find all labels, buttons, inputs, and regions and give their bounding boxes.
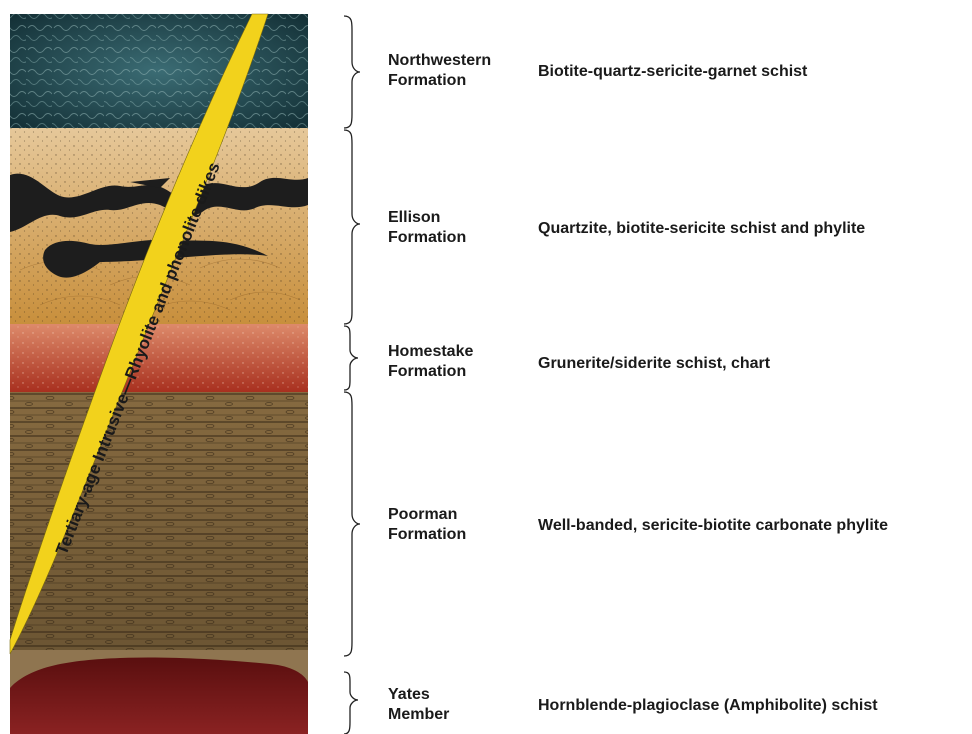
bracket-ellison bbox=[344, 130, 360, 324]
bracket-homestake bbox=[344, 326, 358, 390]
formation-name-ellison: Ellison Formation bbox=[388, 208, 528, 248]
stratigraphic-column: Tertiary-age Intrusive—Rhyolite and phon… bbox=[0, 0, 320, 734]
bracket-northwestern bbox=[344, 16, 360, 128]
formation-desc-poorman: Well-banded, sericite-biotite carbonate … bbox=[538, 516, 888, 536]
formation-brackets bbox=[330, 0, 370, 734]
formation-name-poorman: Poorman Formation bbox=[388, 505, 528, 545]
layer-yates bbox=[10, 657, 308, 734]
bracket-yates bbox=[344, 672, 358, 734]
formation-name-northwestern: Northwestern Formation bbox=[388, 51, 528, 91]
formation-desc-ellison: Quartzite, biotite-sericite schist and p… bbox=[538, 219, 865, 239]
formation-name-yates: Yates Member bbox=[388, 685, 528, 725]
formation-desc-yates: Hornblende-plagioclase (Amphibolite) sch… bbox=[538, 696, 878, 716]
formation-desc-northwestern: Biotite-quartz-sericite-garnet schist bbox=[538, 62, 807, 82]
formation-desc-homestake: Grunerite/siderite schist, chart bbox=[538, 354, 770, 374]
bracket-poorman bbox=[344, 392, 360, 656]
formation-name-homestake: Homestake Formation bbox=[388, 342, 528, 382]
